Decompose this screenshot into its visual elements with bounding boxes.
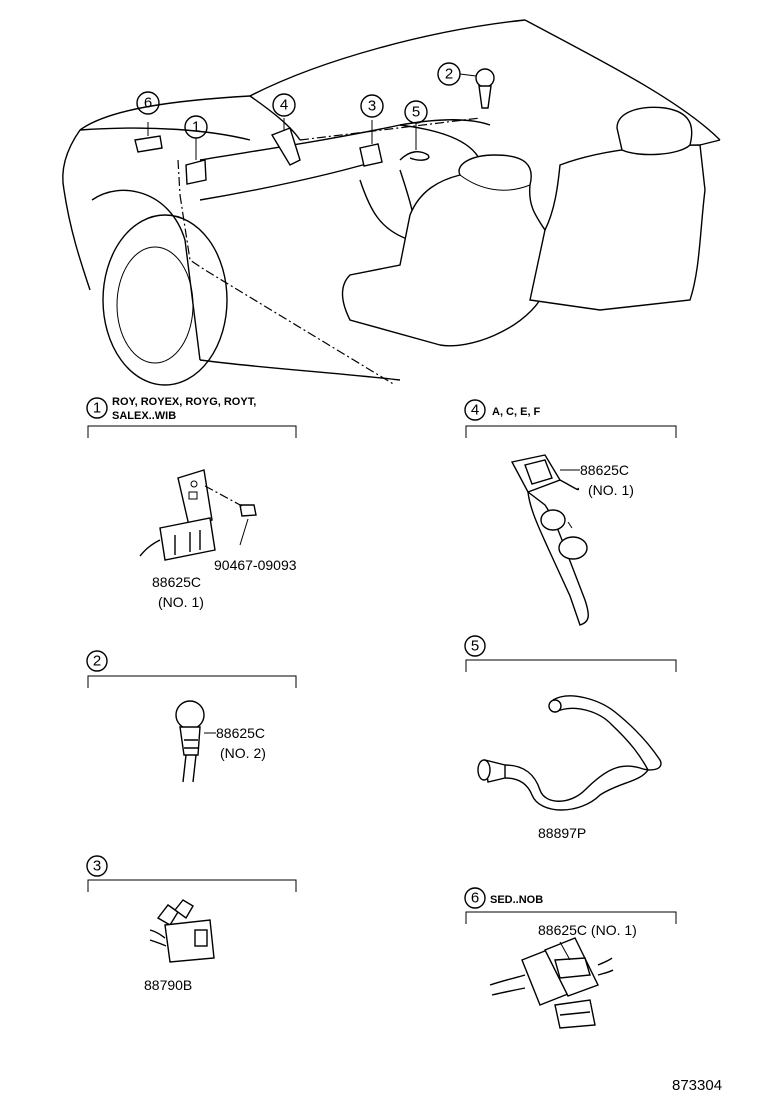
section-6-heading: SED..NOB bbox=[490, 894, 543, 906]
section-3-bracket bbox=[87, 879, 297, 892]
overview-part-2 bbox=[475, 68, 495, 109]
section-1: 1 ROY, ROYEX, ROYG, ROYT, SALEX..WIB 904… bbox=[86, 396, 297, 610]
callout-5-text: 5 bbox=[412, 104, 420, 121]
section-1-bolt-code: 90467-09093 bbox=[214, 557, 297, 573]
section-5-hose-drawing bbox=[477, 695, 662, 811]
overview-part-6 bbox=[134, 122, 163, 153]
section-3-number-text: 3 bbox=[93, 858, 101, 875]
callout-3-text: 3 bbox=[368, 98, 376, 115]
section-4-number: 4 bbox=[464, 399, 486, 421]
overview-part-5 bbox=[399, 122, 430, 161]
section-4-heading: A, C, E, F bbox=[492, 406, 541, 418]
callout-1: 1 bbox=[184, 115, 208, 139]
section-6-bracket bbox=[465, 911, 677, 924]
section-2-number: 2 bbox=[86, 650, 108, 672]
callout-4: 4 bbox=[272, 93, 296, 117]
callout-1-text: 1 bbox=[192, 119, 200, 136]
overview-part-3 bbox=[359, 120, 383, 167]
section-6: 6 SED..NOB 88625C (NO. 1) bbox=[464, 887, 677, 1029]
section-2: 2 88625C (NO. 2) bbox=[86, 650, 297, 783]
section-4-part-drawing bbox=[510, 454, 589, 626]
section-4-part-note: (NO. 1) bbox=[588, 482, 634, 498]
overview-part-4 bbox=[270, 118, 301, 166]
section-3: 3 88790B bbox=[86, 855, 297, 993]
section-3-number: 3 bbox=[86, 855, 108, 877]
section-2-bracket bbox=[87, 675, 297, 688]
overview-part-1 bbox=[185, 138, 207, 185]
callout-2: 2 bbox=[437, 62, 477, 86]
section-2-part-note: (NO. 2) bbox=[220, 745, 266, 761]
section-1-number-text: 1 bbox=[93, 400, 101, 417]
section-1-part-note: (NO. 1) bbox=[158, 594, 204, 610]
overview-callouts: 6 1 4 3 5 2 bbox=[136, 62, 477, 139]
section-1-heading-line1: ROY, ROYEX, ROYG, ROYT, bbox=[112, 396, 256, 408]
section-2-number-text: 2 bbox=[93, 653, 101, 670]
section-6-leader bbox=[559, 941, 571, 961]
section-3-part-code: 88790B bbox=[144, 977, 192, 993]
section-4: 4 A, C, E, F 88625C (NO. 1) bbox=[464, 399, 677, 626]
section-4-number-text: 4 bbox=[471, 402, 479, 419]
section-5: 5 88897P bbox=[464, 635, 677, 841]
car-overview-illustration bbox=[62, 19, 721, 386]
section-6-part-drawing bbox=[489, 937, 614, 1029]
callout-6-text: 6 bbox=[144, 95, 152, 112]
section-1-bracket bbox=[87, 425, 297, 438]
callout-6: 6 bbox=[136, 91, 160, 115]
section-1-part-drawing bbox=[139, 469, 257, 561]
section-5-number-text: 5 bbox=[471, 638, 479, 655]
section-5-number: 5 bbox=[464, 635, 486, 657]
diagram-id: 873304 bbox=[672, 1077, 722, 1094]
section-1-part-code: 88625C bbox=[152, 574, 201, 590]
section-2-part-code: 88625C bbox=[216, 725, 265, 741]
callout-3: 3 bbox=[360, 94, 384, 118]
section-5-part-code: 88897P bbox=[538, 825, 586, 841]
section-1-number: 1 bbox=[86, 397, 108, 419]
callout-2-text: 2 bbox=[445, 66, 453, 83]
section-6-number-text: 6 bbox=[471, 890, 479, 907]
section-6-part-label: 88625C (NO. 1) bbox=[538, 922, 637, 938]
section-5-bracket bbox=[465, 659, 677, 672]
section-3-part-drawing bbox=[149, 899, 215, 963]
section-4-part-code: 88625C bbox=[580, 462, 629, 478]
section-1-bolt-leader bbox=[239, 518, 249, 546]
callout-4-text: 4 bbox=[280, 97, 288, 114]
section-2-part-drawing bbox=[175, 700, 205, 783]
section-6-number: 6 bbox=[464, 887, 486, 909]
callout-5: 5 bbox=[404, 100, 428, 124]
section-4-bracket bbox=[465, 425, 677, 438]
section-1-heading-line2: SALEX..WIB bbox=[112, 410, 176, 422]
